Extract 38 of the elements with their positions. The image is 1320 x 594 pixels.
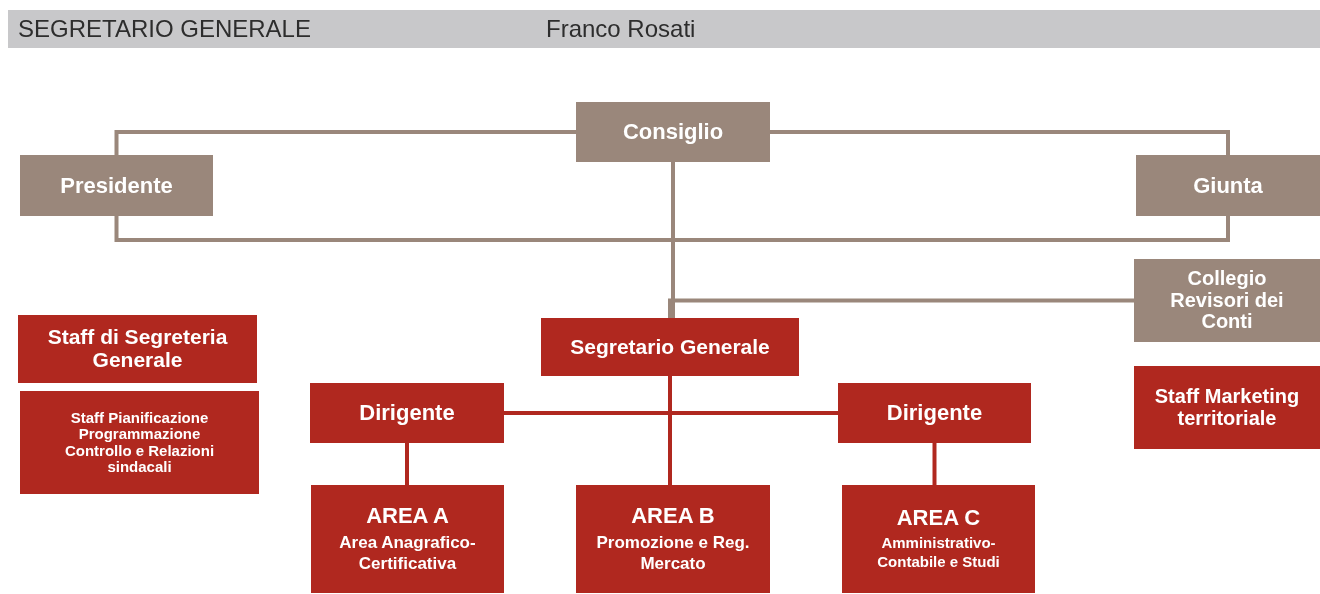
org-unit-box	[311, 485, 504, 593]
org-unit-box	[842, 485, 1035, 593]
org-unit-box	[541, 318, 799, 376]
unit-title: Staff Pianificazione Programmazione Controllo e Relazioni sindacali	[63, 410, 216, 475]
org-unit-box	[1136, 155, 1320, 216]
unit-subtitle: Amministrativo-Contabile e Studi	[876, 534, 1001, 572]
header-label: SEGRETARIO GENERALE	[18, 15, 311, 43]
connector-line	[114, 216, 1230, 242]
unit-title: AREA C	[896, 506, 981, 531]
org-unit-box	[576, 102, 770, 162]
org-unit-box	[1134, 259, 1320, 342]
org-unit-box	[576, 485, 770, 593]
unit-title: AREA B	[631, 503, 715, 528]
org-unit-box	[20, 155, 213, 216]
unit-title: Collegio Revisori dei Conti	[1169, 268, 1285, 333]
connector-line	[770, 130, 1230, 155]
unit-title: Presidente	[60, 173, 173, 198]
header-label: Franco Rosati	[546, 15, 696, 43]
connector-line	[932, 443, 937, 485]
unit-title: Staff Marketing territoriale	[1153, 385, 1301, 430]
unit-title: Consiglio	[622, 120, 724, 144]
connector-line	[405, 443, 409, 485]
org-unit-box	[18, 315, 257, 383]
org-unit-box	[838, 383, 1031, 443]
org-unit-box	[310, 383, 504, 443]
unit-title: AREA A	[366, 503, 449, 528]
unit-title: Dirigente	[886, 401, 983, 425]
unit-title: Segretario Generale	[570, 335, 770, 359]
connector-line	[114, 130, 576, 155]
connector-line	[668, 298, 1134, 318]
connector-line	[671, 162, 675, 318]
unit-title: Giunta	[1193, 173, 1263, 198]
unit-title: Staff di Segreteria Generale	[46, 326, 229, 372]
unit-subtitle: Promozione e Reg. Mercato	[595, 531, 751, 575]
unit-subtitle: Area Anagrafico-Certificativa	[338, 531, 477, 575]
org-unit-box	[1134, 366, 1320, 449]
org-unit-box	[20, 391, 259, 494]
unit-title: Dirigente	[359, 401, 455, 425]
